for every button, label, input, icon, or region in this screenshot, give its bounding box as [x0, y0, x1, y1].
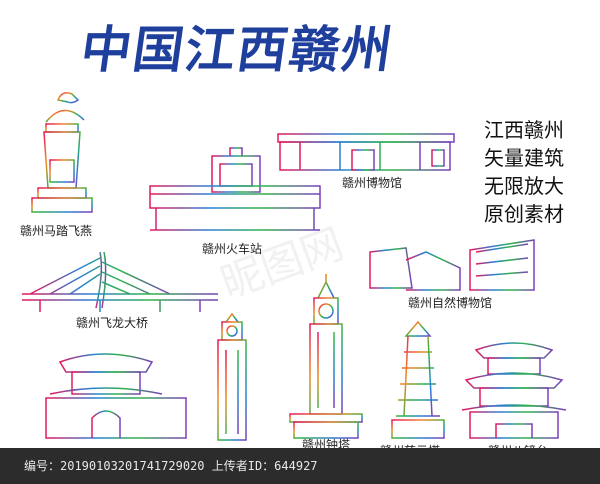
- promo-text: 江西赣州 矢量建筑 无限放大 原创素材: [484, 116, 564, 228]
- promo-line: 江西赣州: [484, 118, 564, 142]
- railway-station-drawing: [149, 147, 321, 231]
- clock-tower-tall-drawing: [289, 274, 363, 439]
- promo-line: 矢量建筑: [484, 146, 564, 170]
- promo-line: 原创素材: [484, 202, 564, 226]
- museum-drawing: [277, 133, 455, 171]
- city-gate-drawing: [40, 353, 192, 439]
- natural-history-museum-drawing: [362, 239, 540, 291]
- pavilion-drawing: [461, 342, 567, 439]
- pagoda-drawing: [391, 314, 445, 439]
- footer-bar: 编号：20190103201741729020 上传者ID：644927: [0, 448, 600, 484]
- landmark-label: 赣州博物馆: [342, 176, 403, 190]
- bridge-drawing: [22, 251, 218, 312]
- landmark-label: 赣州飞龙大桥: [76, 316, 149, 330]
- landmark-label: 赣州火车站: [202, 242, 263, 256]
- clock-tower-small-drawing: [217, 312, 247, 441]
- footer-id-text: 编号：20190103201741729020 上传者ID：644927: [24, 459, 318, 473]
- landmark-label: 赣州自然博物馆: [408, 296, 493, 310]
- landmark-label: 赣州马踏飞燕: [20, 224, 93, 238]
- horse-statue-drawing: [31, 92, 93, 213]
- promo-line: 无限放大: [484, 174, 564, 198]
